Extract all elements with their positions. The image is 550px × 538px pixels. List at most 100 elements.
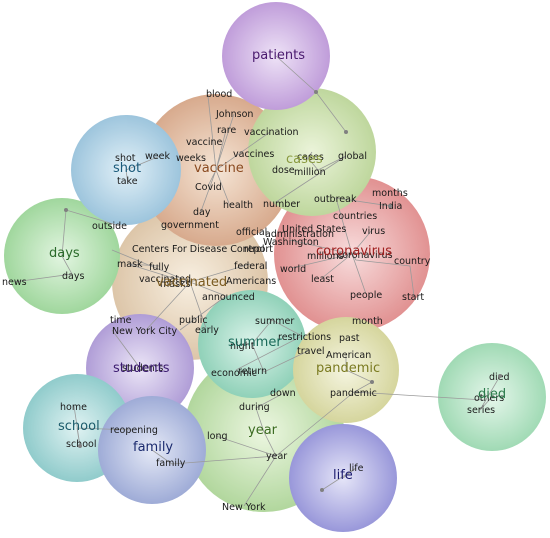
word-label: fully — [149, 262, 170, 273]
word-label: days — [62, 271, 84, 282]
topic-label-patients: patients — [252, 48, 305, 63]
word-label: administration — [265, 229, 334, 240]
word-label: health — [223, 200, 253, 211]
topic-label-students: students — [113, 361, 170, 376]
word-label: shot — [115, 153, 136, 164]
topic-label-shot: shot — [113, 161, 141, 176]
topic-label-days: days — [49, 246, 80, 261]
word-label: official — [236, 227, 267, 238]
word-label: others — [474, 393, 504, 404]
word-label: virus — [362, 226, 385, 237]
word-label: Centers For Disease Control — [132, 244, 265, 255]
word-label: number — [263, 199, 300, 210]
word-label: summer — [255, 316, 294, 327]
word-label: outbreak — [314, 194, 357, 205]
word-label: cases — [297, 152, 324, 163]
node-dot — [314, 90, 318, 94]
word-label: night — [230, 341, 255, 352]
word-label: least — [311, 274, 334, 285]
node-dot — [320, 488, 324, 492]
word-label: federal — [234, 261, 267, 272]
word-label: week — [145, 151, 170, 162]
word-label: mask — [117, 259, 143, 270]
topic-label-cases: cases — [286, 152, 323, 167]
word-label: rare — [217, 125, 236, 136]
word-label: return — [238, 366, 267, 377]
word-label: month — [352, 316, 383, 327]
word-label: global — [338, 151, 367, 162]
word-label: vaccines — [233, 149, 274, 160]
topic-label-life: life — [333, 468, 353, 483]
word-label: people — [350, 290, 382, 301]
word-label: blood — [206, 89, 232, 100]
word-label: during — [239, 402, 270, 413]
word-label: world — [280, 264, 306, 275]
word-label: year — [266, 451, 287, 462]
topic-label-summer: summer — [228, 335, 282, 350]
word-label: United States — [282, 224, 346, 235]
topic-label-pandemic: pandemic — [316, 361, 380, 376]
word-label: million — [294, 167, 326, 178]
word-label: past — [339, 333, 360, 344]
word-label: Johnson — [215, 109, 253, 120]
word-label: New York City — [112, 326, 178, 337]
word-label: reopening — [110, 425, 158, 436]
word-label: vaccine — [186, 137, 223, 148]
word-label: masks — [160, 279, 191, 290]
word-label: down — [270, 388, 296, 399]
node-dot — [64, 208, 68, 212]
word-label: vaccination — [244, 127, 299, 138]
word-label: students — [122, 363, 163, 374]
word-label: vaccinated — [139, 274, 191, 285]
word-label: outside — [92, 221, 127, 232]
word-label: government — [161, 220, 219, 231]
topic-label-family: family — [133, 440, 173, 455]
node-dot — [388, 204, 392, 208]
word-label: day — [193, 207, 211, 218]
word-label: start — [402, 292, 424, 303]
word-label: travel — [297, 346, 325, 357]
word-label: countries — [333, 211, 377, 222]
topic-label-vaccinated: vaccinated — [156, 275, 227, 290]
topic-labels: patients cases vaccine shot coronavirus … — [49, 48, 506, 483]
word-label: long — [207, 431, 228, 442]
word-label: pandemic — [330, 388, 377, 399]
word-label: Covid — [195, 182, 222, 193]
word-label: American — [326, 350, 371, 361]
word-label: country — [394, 256, 431, 267]
word-label: time — [110, 315, 132, 326]
word-label: report — [244, 244, 273, 255]
word-label: take — [117, 176, 138, 187]
node-dots — [64, 90, 502, 492]
word-label: Washington — [263, 237, 319, 248]
node-dot — [344, 130, 348, 134]
word-label: public — [179, 315, 208, 326]
topic-label-coronavirus: coronavirus — [316, 244, 392, 259]
edges — [13, 55, 501, 507]
word-label: life — [349, 463, 364, 474]
word-label: announced — [202, 292, 255, 303]
word-label: months — [372, 188, 408, 199]
word-label: early — [195, 325, 219, 336]
word-label: weeks — [176, 153, 206, 164]
word-label: economic — [211, 368, 257, 379]
word-label: news — [2, 277, 27, 288]
word-label: dose — [272, 165, 295, 176]
node-dot — [370, 380, 374, 384]
topic-label-died: died — [478, 387, 506, 402]
node-dot — [78, 444, 82, 448]
word-label: Americans — [226, 276, 276, 287]
topic-label-year: year — [248, 423, 278, 438]
word-label: series — [467, 405, 495, 416]
words: blood Johnson rare vaccination vaccine v… — [2, 89, 510, 513]
node-dot — [498, 374, 502, 378]
topic-label-vaccine: vaccine — [194, 161, 244, 176]
word-label: home — [60, 402, 87, 413]
word-label: millions — [307, 251, 344, 262]
topic-label-school: school — [58, 419, 100, 434]
word-label: New York — [222, 502, 266, 513]
word-label: restrictions — [278, 332, 331, 343]
word-label: family — [156, 458, 186, 469]
word-label: coronavirus — [337, 250, 393, 261]
